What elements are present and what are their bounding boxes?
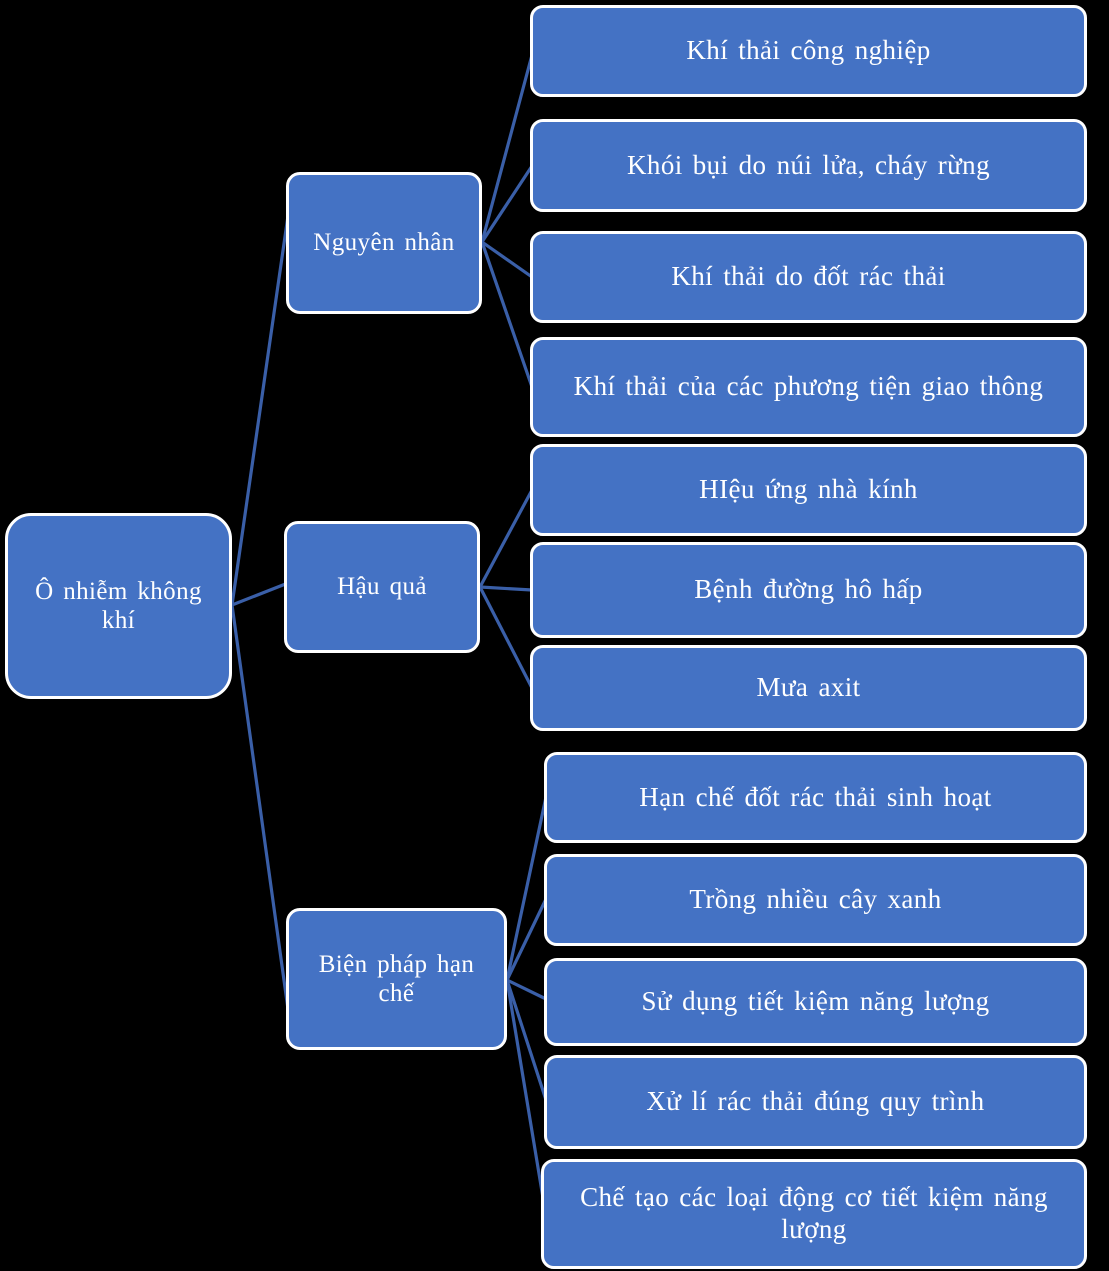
leaf-node-label: Khí thải của các phương tiện giao thông — [573, 371, 1044, 402]
leaf-node-benh-duong-ho-hap[interactable]: Bệnh đường hô hấp — [530, 542, 1087, 638]
branch-node-hau-qua[interactable]: Hậu quả — [284, 521, 480, 653]
leaf-node-khi-thai-do-dot-rac-thai[interactable]: Khí thải do đốt rác thải — [530, 231, 1087, 323]
branch-node-bien-phap-han-che[interactable]: Biện pháp hạn chế — [286, 908, 507, 1050]
leaf-node-han-che-dot-rac-thai-sinh-hoat[interactable]: Hạn chế đốt rác thải sinh hoạt — [544, 752, 1087, 843]
connector-bien-phap-leaf-1 — [505, 795, 548, 982]
connector-hau-qua-leaf-1 — [478, 488, 534, 589]
leaf-node-label: HIệu ứng nhà kính — [699, 474, 918, 505]
branch-node-label-nguyen-nhan: Nguyên nhân — [313, 229, 455, 257]
leaf-node-khi-thai-phuong-tien-giao-thong[interactable]: Khí thải của các phương tiện giao thông — [530, 337, 1087, 437]
leaf-node-su-dung-tiet-kiem-nang-luong[interactable]: Sử dụng tiết kiệm năng lượng — [544, 958, 1087, 1046]
leaf-node-che-tao-dong-co-tiet-kiem-nang-luong[interactable]: Chế tạo các loại động cơ tiết kiệm năng … — [541, 1159, 1087, 1269]
leaf-node-xu-li-rac-thai-dung-quy-trinh[interactable]: Xử lí rác thải đúng quy trình — [544, 1055, 1087, 1149]
connector-root-to-hau-qua — [230, 581, 290, 607]
connector-hau-qua-leaf-2 — [478, 585, 534, 592]
leaf-node-hieu-ung-nha-kinh[interactable]: HIệu ứng nhà kính — [530, 444, 1087, 536]
connector-hau-qua-leaf-3 — [478, 585, 534, 690]
leaf-node-label: Bệnh đường hô hấp — [694, 574, 923, 605]
leaf-node-label: Trồng nhiều cây xanh — [689, 884, 942, 915]
root-node-o-nhiem-khong-khi[interactable]: Ô nhiễm không khí — [5, 513, 232, 699]
leaf-node-mua-axit[interactable]: Mưa axit — [530, 645, 1087, 731]
branch-node-nguyen-nhan[interactable]: Nguyên nhân — [286, 172, 482, 314]
branch-node-label-hau-qua: Hậu quả — [337, 573, 427, 601]
leaf-node-label: Chế tạo các loại động cơ tiết kiệm năng … — [580, 1182, 1048, 1244]
connector-bien-phap-leaf-4 — [505, 978, 548, 1102]
leaf-node-label: Sử dụng tiết kiệm năng lượng — [641, 986, 990, 1017]
leaf-node-khoi-bui-nui-lua-chay-rung[interactable]: Khói bụi do núi lửa, cháy rừng — [530, 119, 1087, 212]
leaf-node-khi-thai-cong-nghiep[interactable]: Khí thải công nghiệp — [530, 5, 1087, 97]
leaf-node-label: Khí thải công nghiệp — [686, 35, 931, 66]
connector-nguyen-nhan-leaf-1 — [480, 53, 534, 244]
connector-nguyen-nhan-leaf-4 — [480, 240, 534, 389]
leaf-node-label: Khí thải do đốt rác thải — [671, 261, 946, 292]
leaf-node-label: Mưa axit — [756, 672, 861, 703]
connector-nguyen-nhan-leaf-3 — [480, 240, 534, 279]
connector-root-to-nguyen-nhan — [230, 186, 294, 607]
branch-node-label-bien-phap-han-che: Biện pháp hạn chế — [318, 950, 475, 1008]
connector-root-to-bien-phap — [230, 603, 294, 1040]
leaf-node-label: Hạn chế đốt rác thải sinh hoạt — [639, 781, 992, 812]
connector-bien-phap-leaf-3 — [505, 978, 548, 1001]
connector-nguyen-nhan-leaf-2 — [480, 164, 534, 244]
connector-bien-phap-leaf-2 — [505, 897, 548, 982]
leaf-node-label: Khói bụi do núi lửa, cháy rừng — [627, 149, 990, 180]
leaf-node-label: Xử lí rác thải đúng quy trình — [646, 1086, 985, 1117]
root-node-label: Ô nhiễm không khí — [35, 577, 202, 635]
leaf-node-trong-nhieu-cay-xanh[interactable]: Trồng nhiều cây xanh — [544, 854, 1087, 946]
